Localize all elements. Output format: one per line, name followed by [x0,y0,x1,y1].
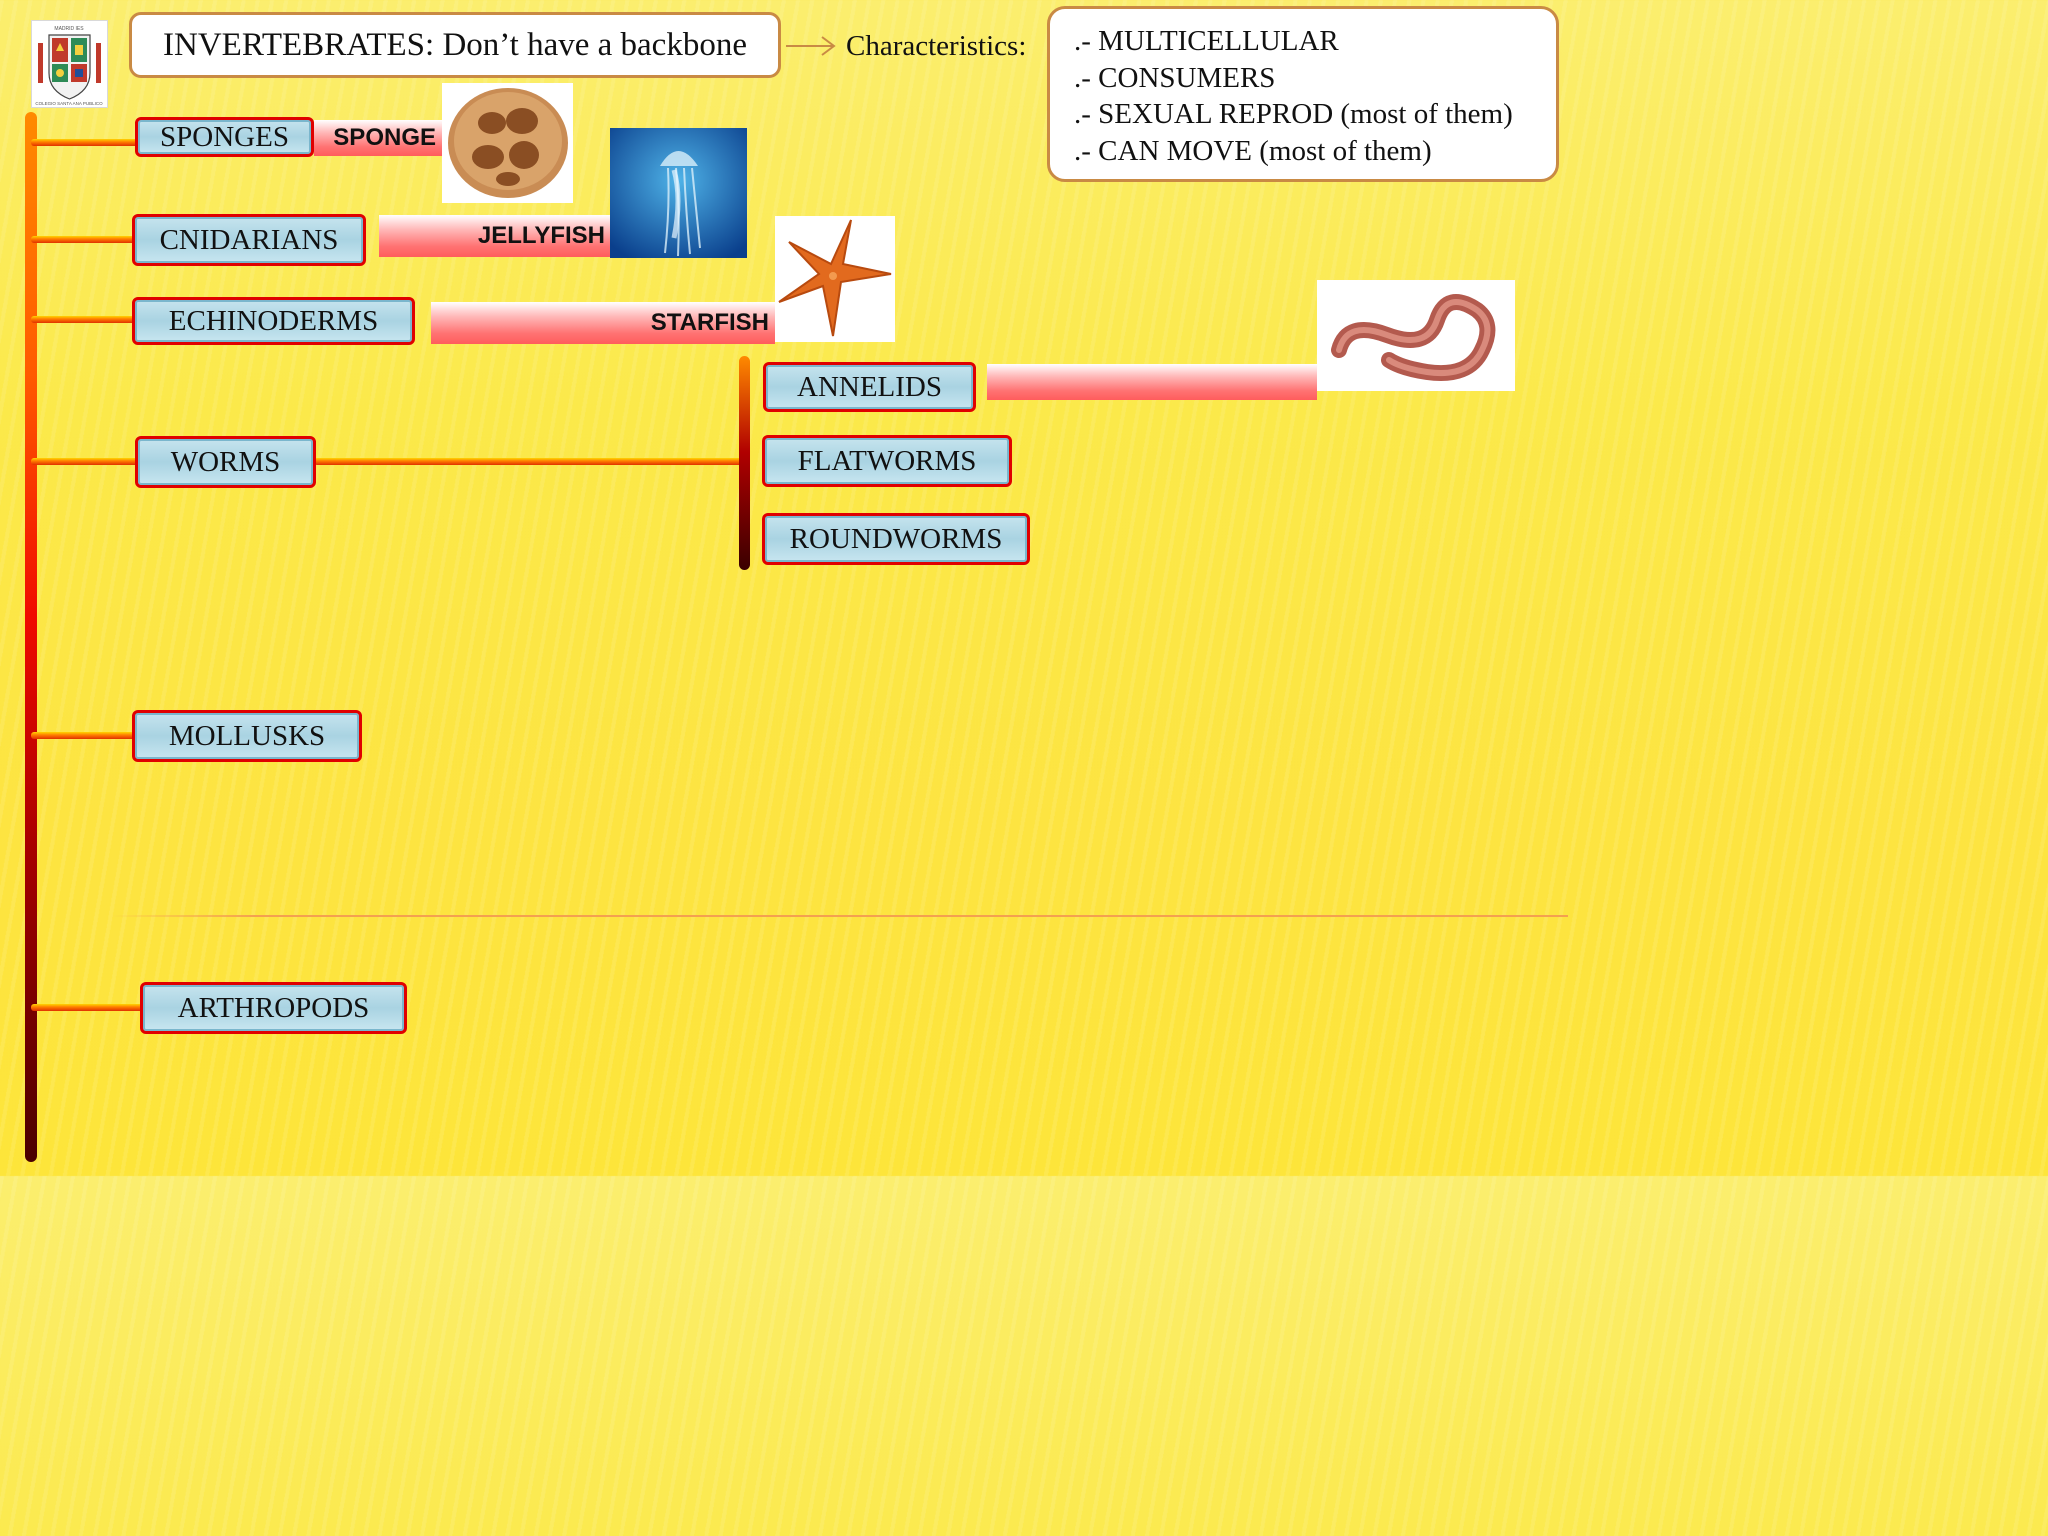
example-starfish: STARFISH [431,302,775,344]
characteristic-item: .- MULTICELLULAR [1074,25,1339,57]
subgroup-roundworms: ROUNDWORMS [762,513,1030,565]
characteristics-label: Characteristics: [846,30,1027,62]
characteristic-item: .- CAN MOVE (most of them) [1074,134,1432,167]
divider [110,915,1568,917]
earthworm-image [1317,280,1515,391]
starfish-image [775,216,895,342]
characteristic-item: .- CONSUMERS [1074,61,1276,94]
connector-worms-subgroup [314,458,742,465]
worms-sub-spine [739,356,750,570]
svg-text:MADRID IES: MADRID IES [54,26,84,32]
group-sponges: SPONGES [135,117,314,157]
group-echinoderms: ECHINODERMS [132,297,415,345]
svg-text:COLEGIO SANTA ANA PUBLICO: COLEGIO SANTA ANA PUBLICO [35,101,103,106]
timeline-spine [25,112,37,1162]
example-annelid-bar [987,364,1317,400]
arrow-right-icon [786,36,836,56]
connector-worms [31,458,139,465]
group-worms: WORMS [135,436,316,488]
connector-cnidarians [31,236,136,243]
school-logo: MADRID IES COLEGIO SANTA ANA PUBLICO [31,20,108,108]
connector-sponges [31,139,139,146]
group-mollusks: MOLLUSKS [132,710,362,762]
example-sponge: SPONGE [314,120,442,156]
characteristic-item: .- SEXUAL REPROD (most of them) [1074,98,1513,130]
example-jellyfish: JELLYFISH [379,215,611,257]
jellyfish-image [610,128,747,258]
characteristics-box: .- MULTICELLULAR .- CONSUMERS .- SEXUAL … [1047,6,1559,182]
subgroup-annelids: ANNELIDS [763,362,976,412]
sponge-image [442,83,573,203]
page-title: INVERTEBRATES: Don’t have a backbone [129,12,781,78]
connector-mollusks [31,732,136,739]
connector-echinoderms [31,316,136,323]
group-arthropods: ARTHROPODS [140,982,407,1034]
connector-arthropods [31,1004,144,1011]
subgroup-flatworms: FLATWORMS [762,435,1012,487]
group-cnidarians: CNIDARIANS [132,214,366,266]
